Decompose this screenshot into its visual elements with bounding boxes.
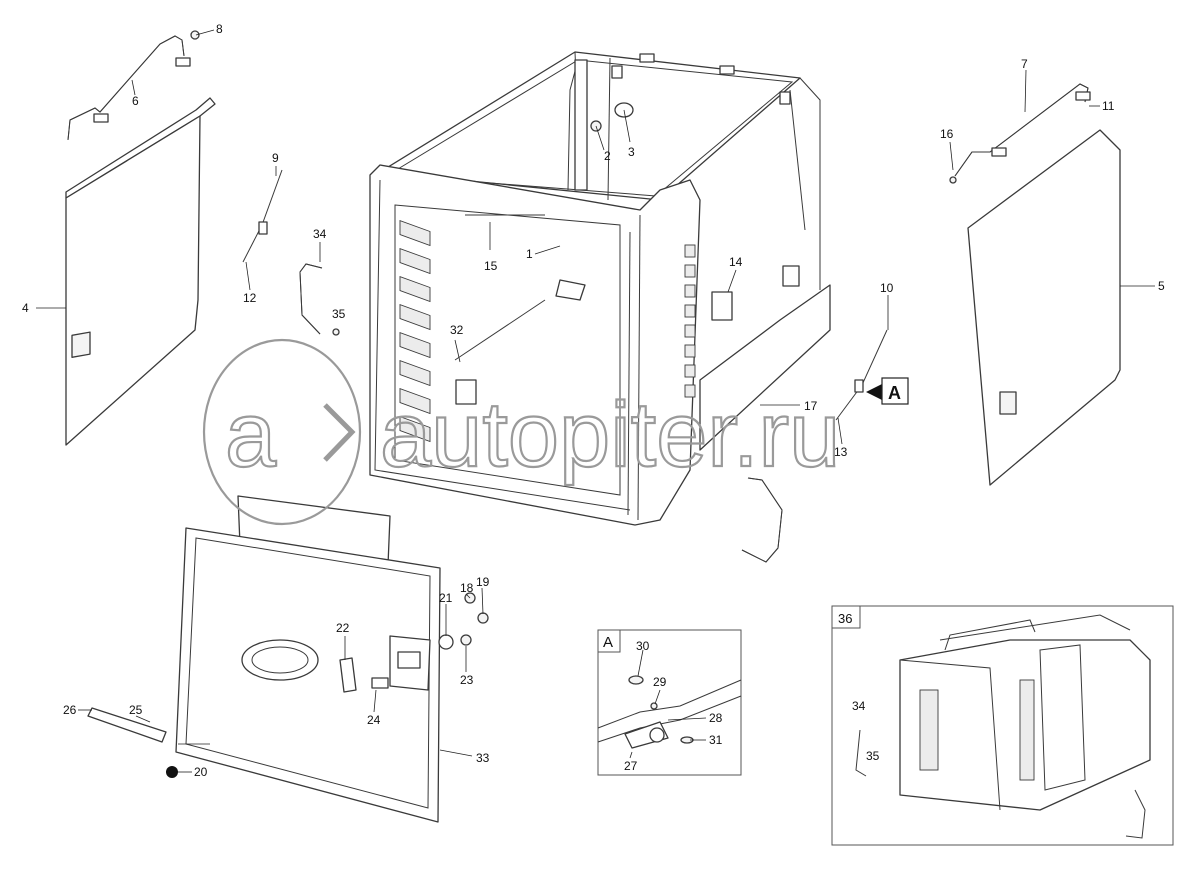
callout-11: 11	[1102, 99, 1115, 113]
callout-5: 5	[1158, 279, 1165, 293]
callout-10: 10	[880, 281, 894, 295]
callout-35: 35	[332, 307, 346, 321]
right-side-panel	[967, 129, 1121, 486]
left-side-panel	[65, 97, 216, 446]
detail-36-callout-34: 34	[852, 699, 866, 713]
detail-a-label: A	[603, 634, 613, 651]
callout-32: 32	[450, 323, 464, 337]
callout-24: 24	[367, 713, 381, 727]
callout-12: 12	[243, 291, 257, 305]
callout-9: 9	[272, 151, 279, 165]
plug-20	[166, 766, 178, 778]
door-assembly	[87, 495, 489, 823]
callout-25: 25	[129, 703, 143, 717]
callout-20: 20	[194, 765, 208, 779]
plate-14	[711, 291, 733, 321]
callout-33: 33	[476, 751, 490, 765]
logo-emblem	[241, 639, 319, 681]
svg-text:a: a	[225, 384, 277, 486]
detail-a-inset	[597, 629, 742, 776]
nut-35	[332, 328, 340, 336]
callout-16: 16	[940, 127, 954, 141]
callout-17: 17	[804, 399, 818, 413]
cab-front-shell	[369, 164, 831, 526]
callout-19: 19	[476, 575, 490, 589]
louvers	[399, 219, 696, 443]
callout-8: 8	[216, 22, 223, 36]
callout-13: 13	[834, 445, 848, 459]
callout-15: 15	[484, 259, 498, 273]
callout-22: 22	[336, 621, 350, 635]
callout-3: 3	[628, 145, 635, 159]
callout-18: 18	[460, 581, 474, 595]
left-grab-handle	[67, 35, 191, 141]
callout-26: 26	[63, 703, 77, 717]
watermark-text: autopiter.ru	[380, 384, 840, 486]
callout-27: 27	[624, 759, 638, 773]
callout-31: 31	[709, 733, 723, 747]
gas-strut-left	[242, 169, 283, 263]
lower-handle	[741, 477, 783, 563]
detail-36-label: 36	[838, 611, 852, 626]
callout-34: 34	[313, 227, 327, 241]
callout-1: 1	[526, 247, 533, 261]
callout-23: 23	[460, 673, 474, 687]
callout-21: 21	[439, 591, 453, 605]
cab-frame	[379, 51, 821, 290]
callout-14: 14	[729, 255, 743, 269]
detail-36-inset	[831, 605, 1174, 846]
detail-36-callout-35: 35	[866, 749, 880, 763]
callout-30: 30	[636, 639, 650, 653]
bolt-8	[190, 30, 200, 40]
callout-28: 28	[709, 711, 723, 725]
callout-29: 29	[653, 675, 667, 689]
gas-strut-right	[835, 329, 888, 421]
callout-labels: 1 2 3 4 5 6 7 8 9 10 11 12 13 14 15 16 1…	[22, 22, 1165, 779]
callout-4: 4	[22, 301, 29, 315]
leader-lines	[36, 29, 1155, 773]
callout-2: 2	[604, 149, 611, 163]
view-marker-arrow	[866, 377, 909, 405]
callout-7: 7	[1021, 57, 1028, 71]
handle-34	[299, 263, 323, 335]
view-marker-label: A	[888, 383, 901, 403]
watermark: a autopiter.ru	[202, 338, 841, 526]
callout-6: 6	[132, 94, 139, 108]
